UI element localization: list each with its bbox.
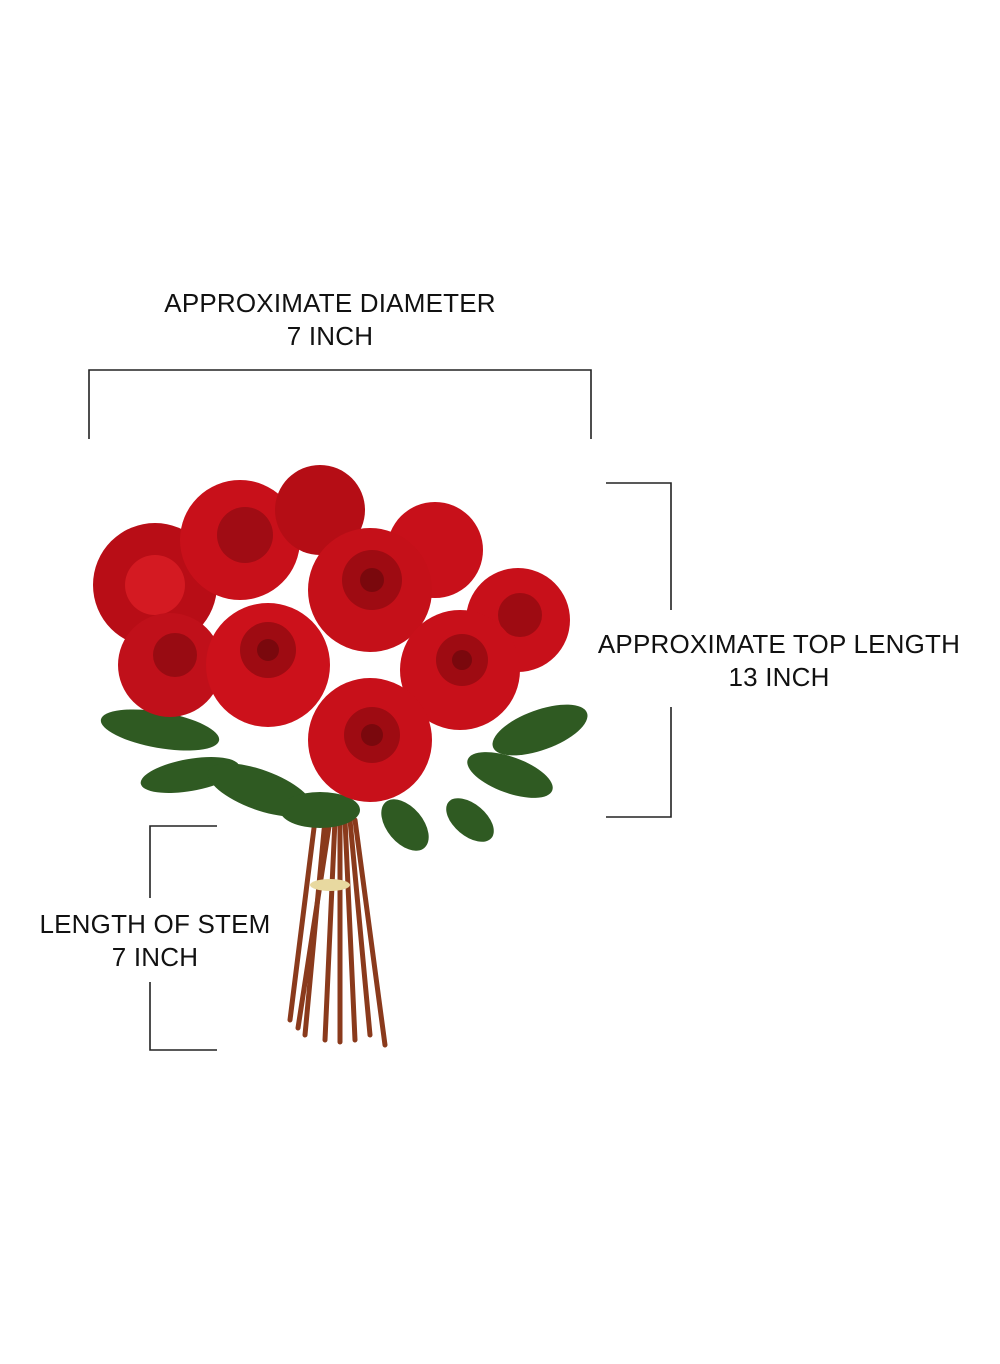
- rose-bouquet-image: [93, 465, 588, 1048]
- diameter-title: APPROXIMATE DIAMETER: [164, 288, 496, 318]
- top-length-label: APPROXIMATE TOP LENGTH 13 INCH: [598, 628, 960, 694]
- top-length-bracket-lower: [606, 707, 672, 818]
- leaves: [100, 704, 588, 851]
- rose: [400, 610, 520, 730]
- stem-bracket-upper: [149, 825, 217, 898]
- top-length-bracket-upper: [606, 482, 672, 610]
- rose: [308, 528, 432, 652]
- stem-length-title: LENGTH OF STEM: [39, 909, 271, 939]
- rose: [180, 480, 300, 600]
- top-length-value: 13 INCH: [728, 662, 830, 692]
- dimension-lines: [88, 369, 672, 1051]
- stem-length-label: LENGTH OF STEM 7 INCH: [39, 908, 270, 974]
- diameter-value: 7 INCH: [286, 321, 374, 351]
- roses: [93, 465, 570, 802]
- rose: [206, 603, 330, 727]
- rose: [308, 678, 432, 802]
- stems: [287, 817, 388, 1048]
- stem-bracket-lower: [149, 982, 217, 1051]
- diameter-label: APPROXIMATE DIAMETER 7 INCH: [164, 287, 495, 353]
- rose: [275, 465, 365, 555]
- rose: [118, 613, 222, 717]
- diameter-bracket: [88, 369, 592, 439]
- stem-tie: [310, 879, 350, 891]
- stem-length-value: 7 INCH: [111, 942, 199, 972]
- top-length-title: APPROXIMATE TOP LENGTH: [597, 629, 961, 659]
